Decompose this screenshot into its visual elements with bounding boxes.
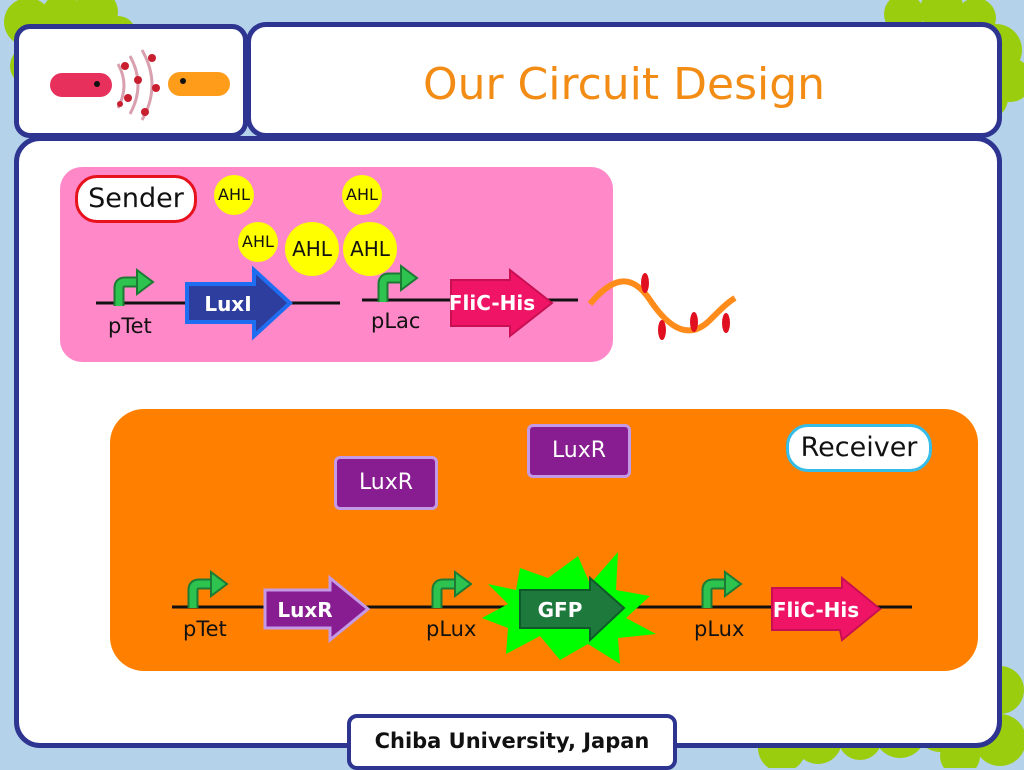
luxr-gene-arrow [263,574,371,644]
flic-his-gene-label: FliC-His [449,291,535,315]
promoter-arrow-icon [383,266,417,302]
flagellin-wave-icon [587,273,737,340]
title-panel: Our Circuit Design [246,22,1002,138]
gfp-gene-arrow [519,575,626,643]
promoter-label: pLac [371,309,421,333]
promoter-arrow-icon [437,572,471,608]
page-title: Our Circuit Design [422,59,826,110]
ahl-molecule: AHL [238,222,278,262]
luxr-protein: LuxR [334,456,438,510]
luxi-gene-arrow [185,265,293,341]
ahl-molecule: AHL [285,222,339,276]
flic-his-gene-arrow [450,267,554,339]
luxr-protein: LuxR [527,424,631,478]
promoter-label: pLux [694,617,745,641]
promoter-arrow-icon [193,572,227,608]
promoter-label: pLux [426,617,477,641]
ahl-molecule: AHL [214,175,254,215]
promoter-label: pTet [183,617,227,641]
ahl-molecule: AHL [342,175,382,215]
promoter-arrow-icon [119,270,153,306]
ahl-molecule: AHL [343,222,397,276]
promoter-label: pTet [108,314,152,338]
bacterium-red-icon [50,73,112,97]
gfp-gene-label: GFP [538,598,583,622]
receiver-tag: Receiver [786,424,932,472]
flic-his-gene-label: FliC-His [773,598,859,622]
promoter-arrow-icon [707,572,741,608]
luxi-gene-label: LuxI [204,292,251,316]
footer-credit: Chiba University, Japan [347,714,677,770]
bacterium-orange-icon [168,72,230,96]
flic-his-gene-arrow [771,575,882,642]
sender-tag: Sender [75,175,197,223]
luxr-gene-label: LuxR [277,598,332,622]
